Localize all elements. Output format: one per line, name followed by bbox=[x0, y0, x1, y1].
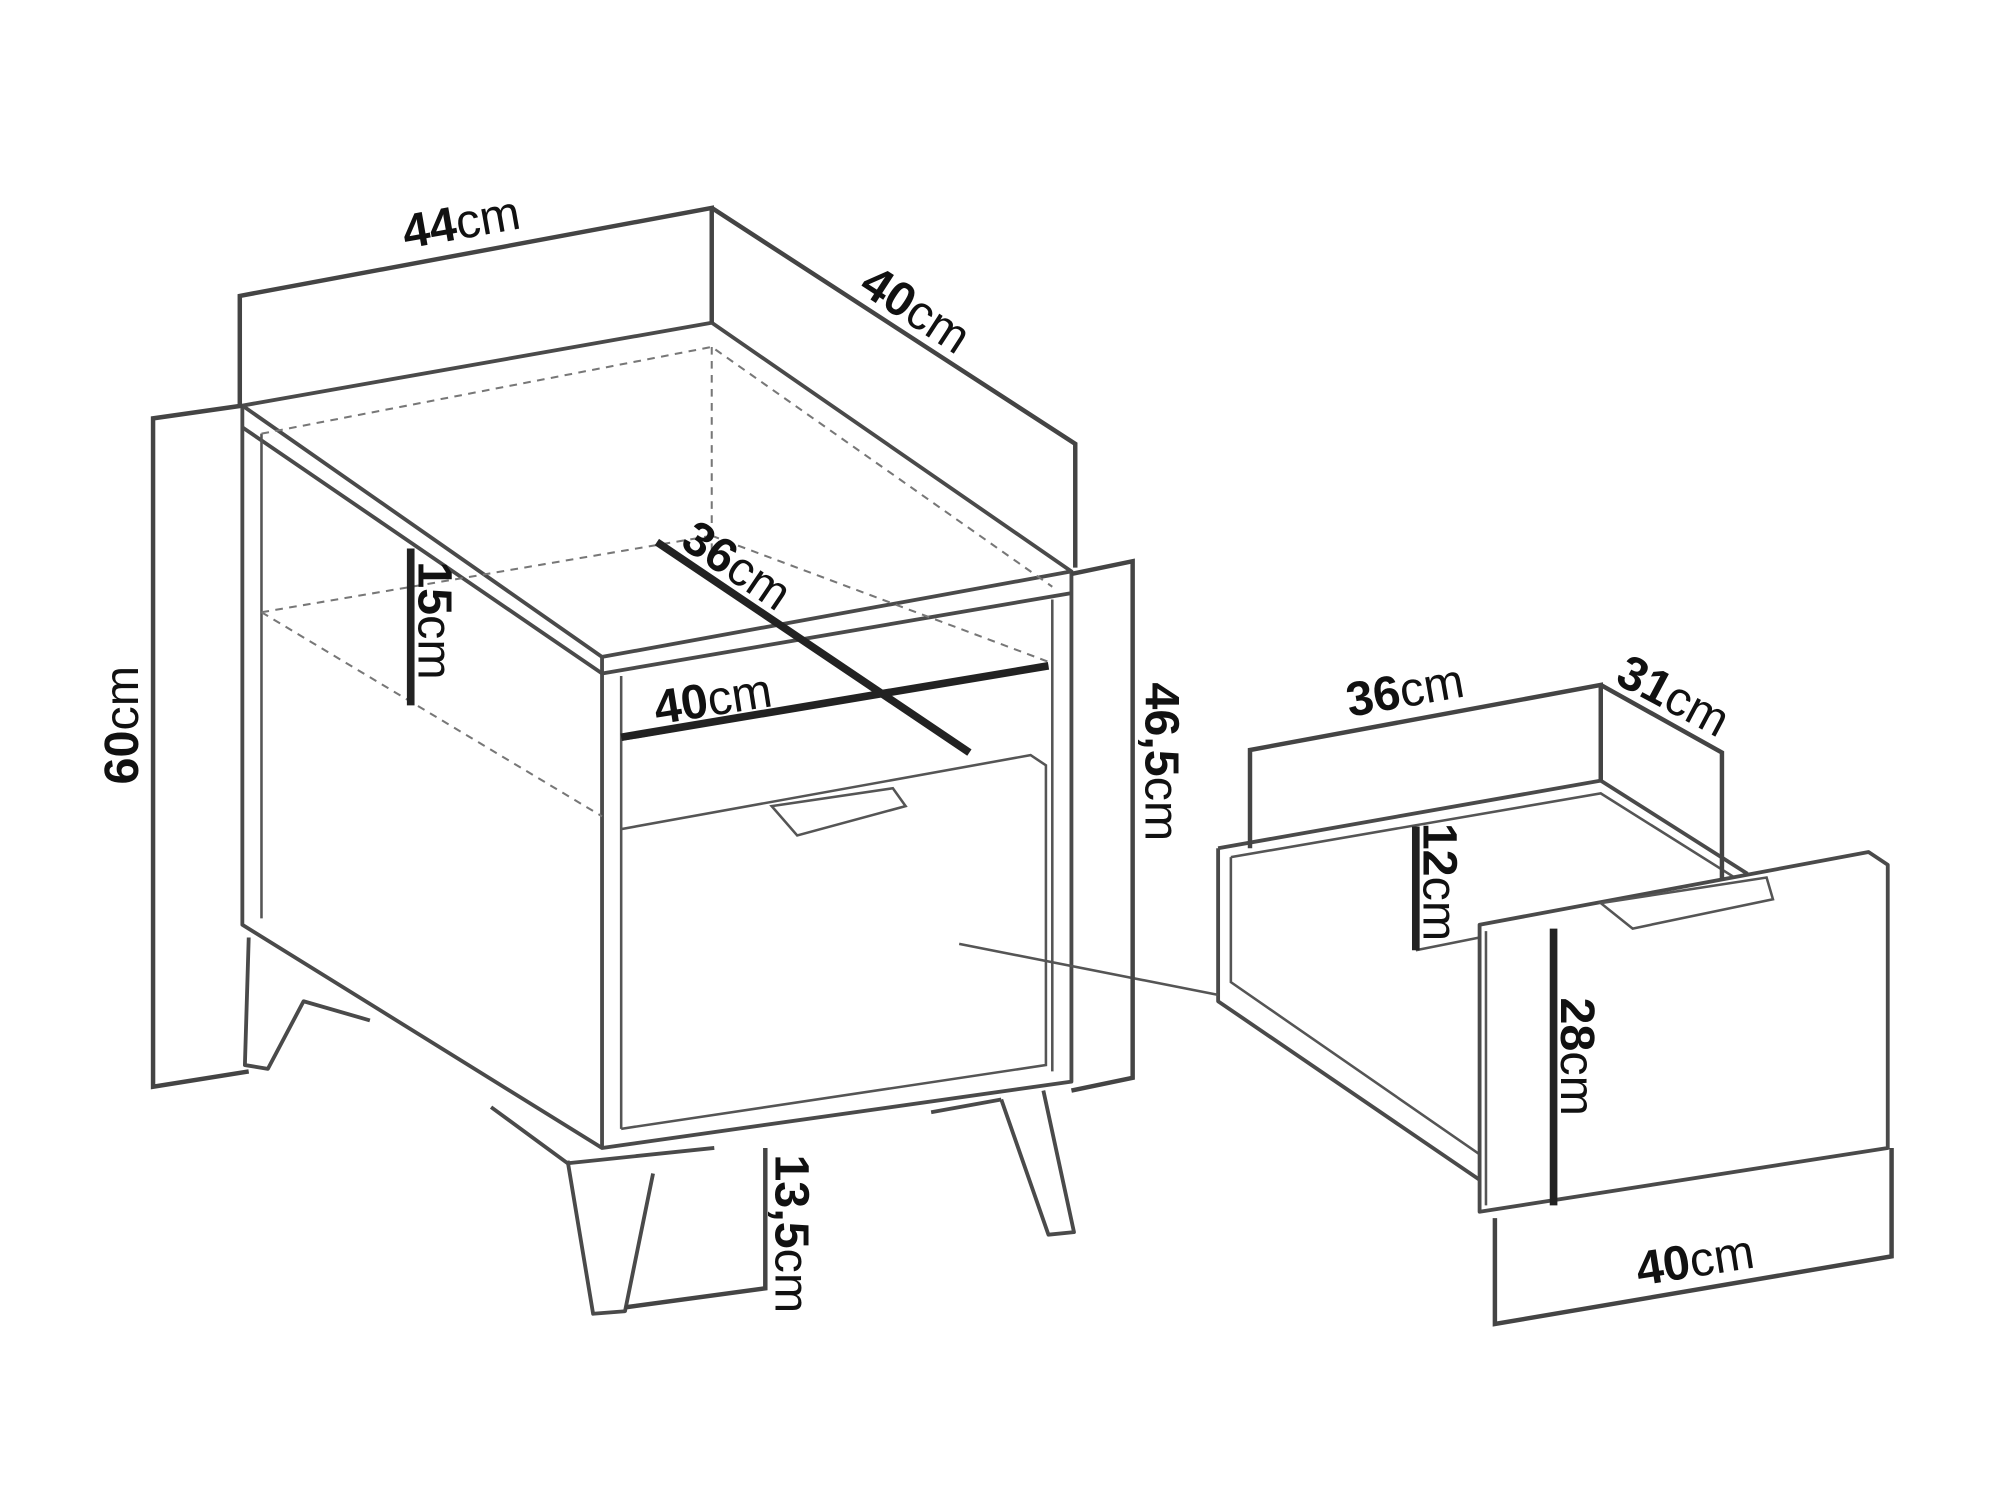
drawer-depth-label: 31cm bbox=[1608, 644, 1738, 747]
leader-line bbox=[958, 942, 1219, 997]
drawer-front-height-label: 28cm bbox=[1550, 997, 1604, 1116]
total-height-label: 60cm bbox=[95, 666, 149, 785]
body-height-label: 46,5cm bbox=[1134, 682, 1188, 841]
inner-depth-label: 36cm bbox=[672, 510, 800, 621]
drawer-front-width-label: 40cm bbox=[1632, 1225, 1757, 1297]
shelf-height-label: 15cm bbox=[407, 561, 461, 680]
drawer-handle bbox=[769, 786, 908, 837]
legs bbox=[242, 937, 1076, 1316]
inner-width-label: 40cm bbox=[650, 663, 775, 735]
cabinet-drawing bbox=[240, 320, 1076, 1316]
leg-height-label: 13,5cm bbox=[765, 1154, 819, 1313]
cabinet-depth-label: 40cm bbox=[851, 255, 980, 365]
drawer-inner-height-label: 12cm bbox=[1412, 823, 1466, 942]
cabinet-width-label: 44cm bbox=[398, 186, 524, 260]
drawer-width-label: 36cm bbox=[1342, 654, 1468, 728]
dimension-lines bbox=[150, 205, 1894, 1327]
